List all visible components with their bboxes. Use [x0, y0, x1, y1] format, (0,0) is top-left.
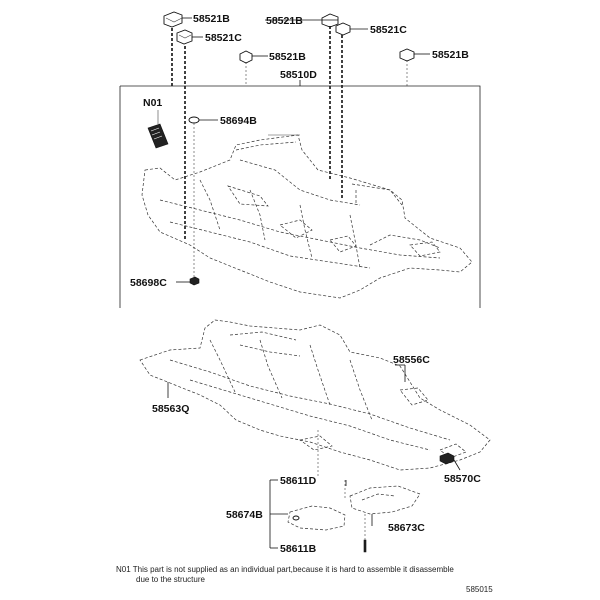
bracket-58674b[interactable] [287, 505, 346, 531]
label-58521c-2: 58521C [370, 24, 407, 36]
label-58674b: 58674B [226, 509, 263, 521]
label-58521b-1: 58521B [193, 13, 230, 25]
floor-mat-upper[interactable] [141, 134, 473, 299]
footnote-line-1: N01 This part is not supplied as an indi… [116, 565, 454, 574]
label-58673c: 58673C [388, 522, 425, 534]
label-58521c-1: 58521C [205, 32, 242, 44]
label-58510d: 58510D [280, 69, 317, 81]
label-58521b-2: 58521B [266, 15, 303, 27]
label-58563q: 58563Q [152, 403, 189, 415]
label-58611d: 58611D [280, 475, 317, 487]
label-58521b-3: 58521B [269, 51, 306, 63]
n01-tag-icon [147, 123, 169, 149]
bracket-58673c[interactable] [349, 485, 421, 515]
clip-58521b-right[interactable] [399, 48, 415, 62]
label-n01: N01 [143, 97, 162, 109]
label-58694b: 58694B [220, 115, 257, 127]
fastener-58698c[interactable] [189, 276, 200, 286]
clip-58521b-top-mid[interactable] [321, 13, 339, 28]
clip-58521c-right[interactable] [335, 22, 351, 36]
clip-58521c-left[interactable] [176, 29, 193, 45]
label-58698c: 58698C [130, 277, 167, 289]
clip-58521b-top-left[interactable] [163, 11, 183, 28]
pin-58673c[interactable] [363, 539, 367, 553]
clip-58521b-mid[interactable] [239, 50, 253, 64]
floor-insulator-lower[interactable] [139, 319, 491, 471]
grommet-58570c[interactable] [439, 452, 455, 465]
diagram-reference: 585015 [466, 585, 493, 594]
label-58556c: 58556C [393, 354, 430, 366]
label-58611b: 58611B [280, 543, 317, 555]
fastener-58694b[interactable] [188, 116, 200, 124]
label-58521b-4: 58521B [432, 49, 469, 61]
label-58570c: 58570C [444, 473, 481, 485]
footnote-line-2: due to the structure [136, 575, 205, 584]
